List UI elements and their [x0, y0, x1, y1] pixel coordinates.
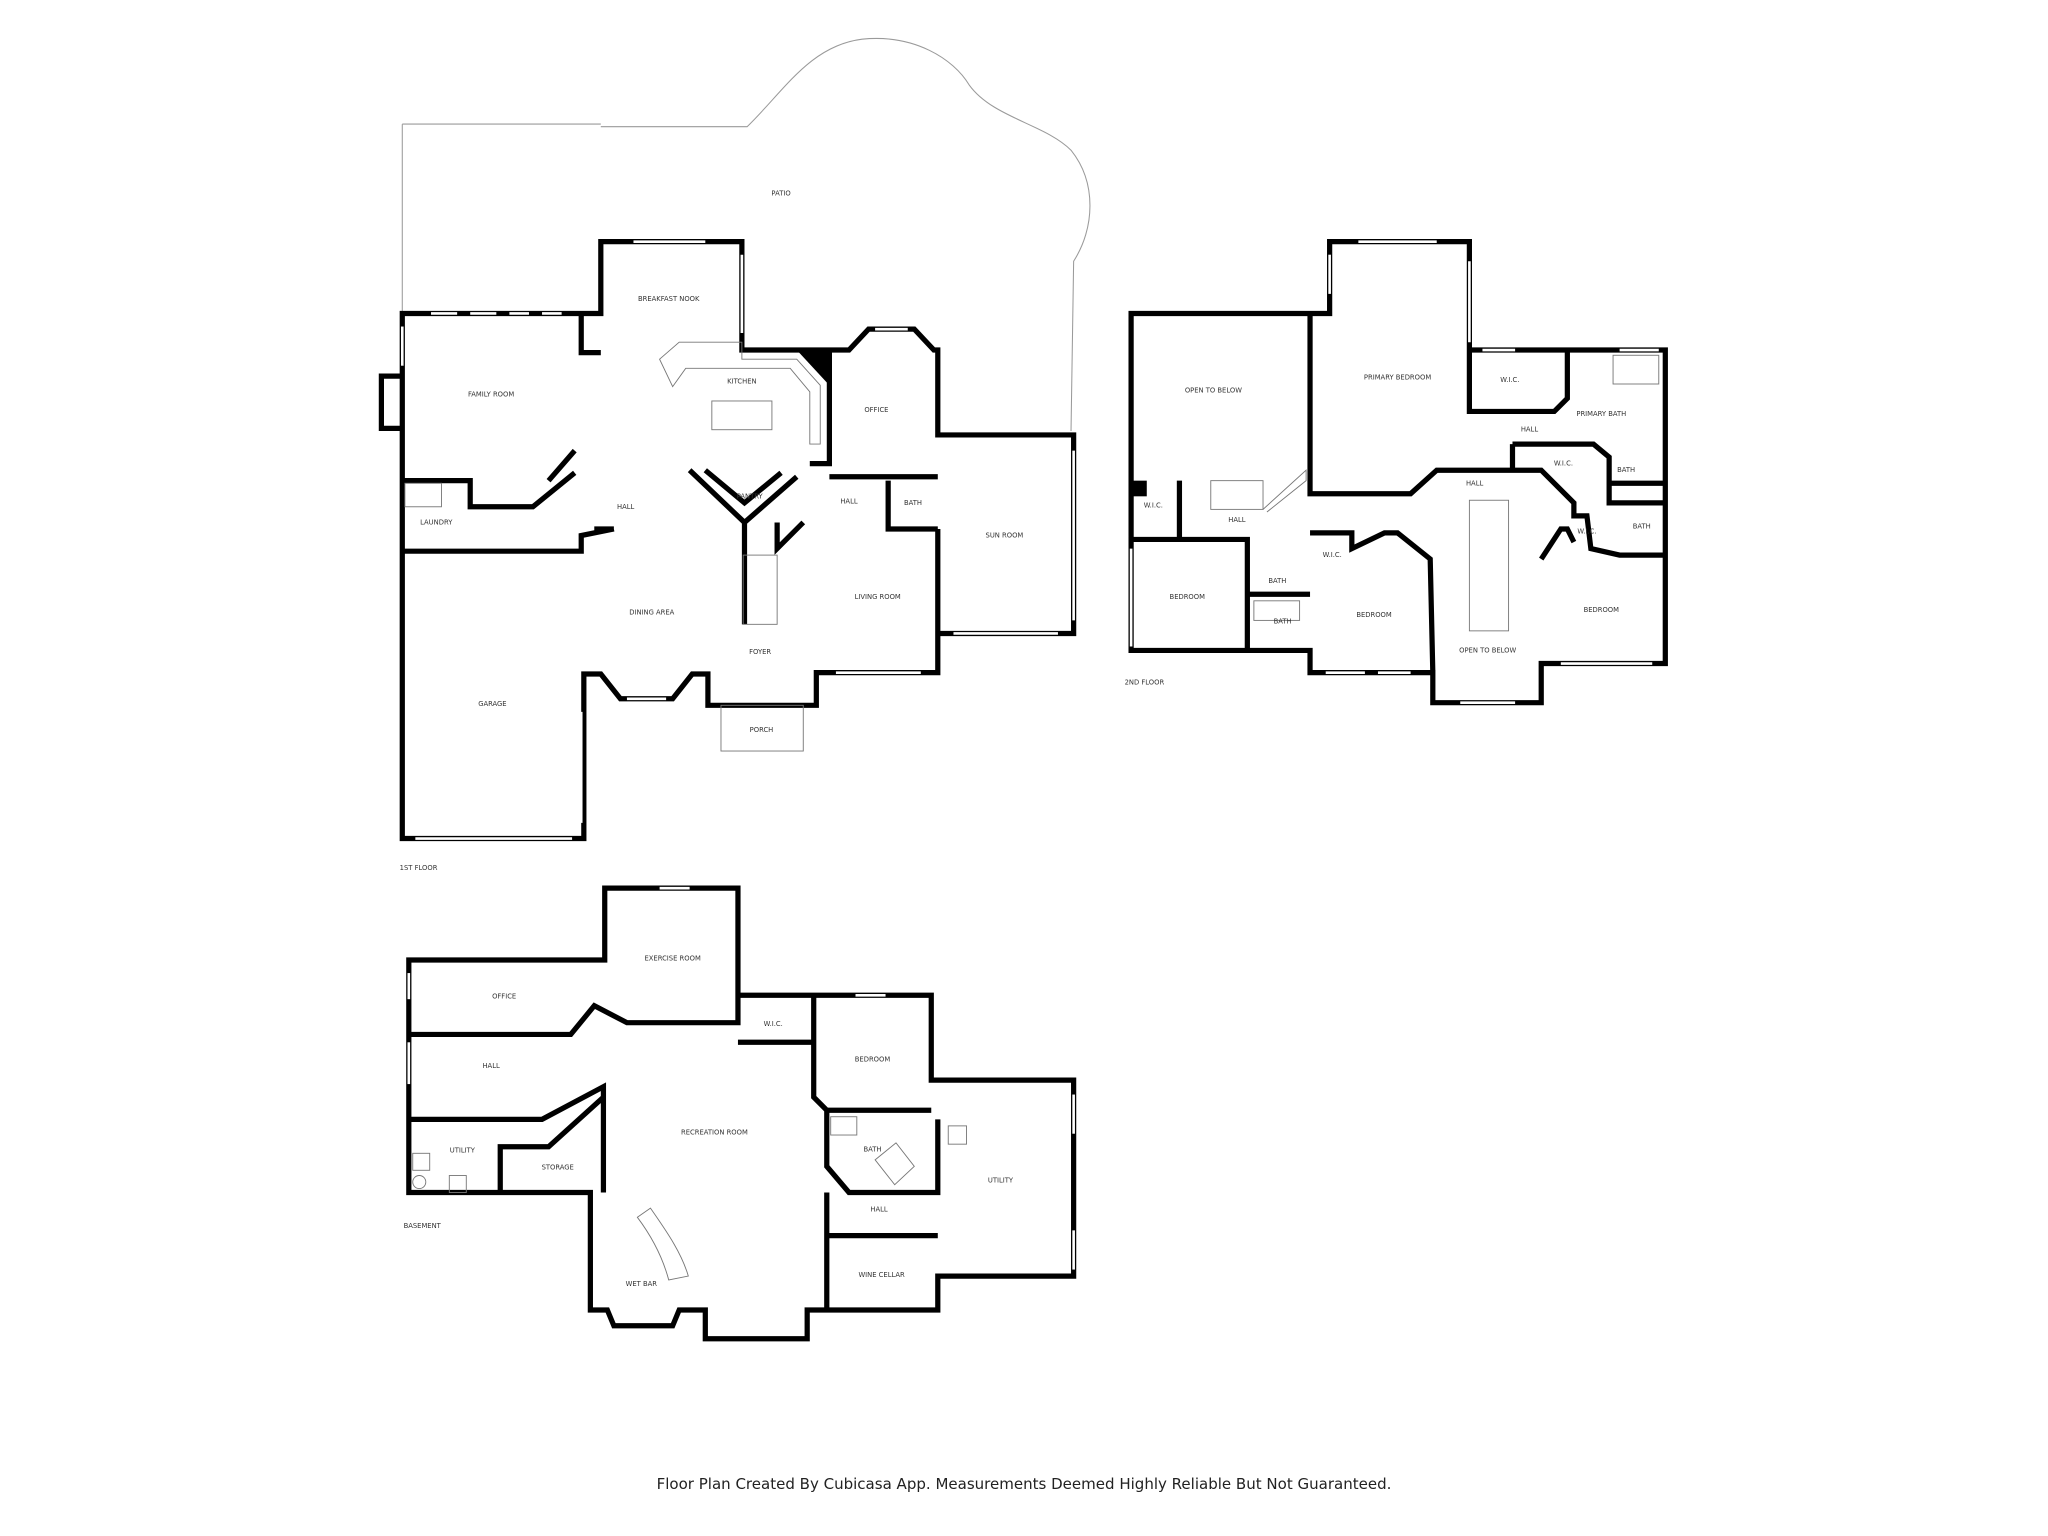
room-label: KITCHEN	[727, 377, 756, 385]
room-label: RECREATION ROOM	[681, 1128, 748, 1136]
room-label: UTILITY	[450, 1147, 476, 1155]
room-label: W.I.C.	[1500, 376, 1519, 384]
first-floor-plan: PATIO BREAKFAST NOOK FAMILY ROOM KITCHEN…	[378, 37, 1091, 872]
room-label: BATH	[863, 1145, 881, 1153]
room-label: BATH	[1268, 577, 1286, 585]
room-label: W.I.C.	[764, 1020, 783, 1028]
room-label: PORCH	[750, 726, 774, 734]
room-label: HALL	[617, 503, 635, 511]
room-label: HALL	[1228, 516, 1246, 524]
room-label: SUN ROOM	[986, 532, 1024, 540]
fixtures	[412, 1116, 967, 1281]
room-label: LIVING ROOM	[855, 593, 901, 601]
room-label: FAMILY ROOM	[468, 390, 514, 398]
room-label: PRIMARY BATH	[1576, 410, 1626, 418]
room-label: BATH	[1617, 466, 1635, 474]
room-label: WINE CELLAR	[858, 1271, 905, 1279]
room-label: LAUNDRY	[420, 518, 453, 526]
walls	[378, 239, 1077, 842]
chimney-block	[796, 350, 830, 386]
floor-title: 1ST FLOOR	[400, 864, 438, 872]
room-label: FOYER	[749, 648, 771, 656]
room-label: STORAGE	[542, 1164, 574, 1172]
second-floor-plan: OPEN TO BELOW PRIMARY BEDROOM W.I.C. PRI…	[1125, 239, 1668, 706]
room-label: HALL	[870, 1205, 888, 1213]
chimney-block	[1131, 480, 1147, 497]
room-label: WET BAR	[626, 1280, 658, 1288]
floor-title: 2ND FLOOR	[1125, 678, 1165, 686]
room-label: BEDROOM	[1584, 606, 1620, 614]
room-label: BATH	[1274, 618, 1292, 626]
room-label: HALL	[1466, 479, 1484, 487]
windows	[400, 240, 1075, 840]
room-label: HALL	[1521, 426, 1539, 434]
room-label: BATH	[904, 499, 922, 507]
room-label: OPEN TO BELOW	[1185, 387, 1242, 395]
room-label: PATIO	[771, 189, 790, 197]
room-label: GARAGE	[478, 700, 506, 708]
room-label: HALL	[482, 1062, 500, 1070]
room-label: UTILITY	[988, 1177, 1014, 1185]
room-label: PRIMARY BEDROOM	[1364, 373, 1431, 381]
walls	[406, 885, 1077, 1342]
room-label: OPEN TO BELOW	[1459, 646, 1516, 654]
patio-outline	[401, 37, 1091, 432]
room-label: W.I.C.	[1144, 501, 1163, 509]
room-label: BEDROOM	[855, 1055, 891, 1063]
room-label: W.I.C.	[1577, 528, 1596, 536]
fixtures	[1210, 354, 1660, 632]
room-label: HALL	[840, 498, 858, 506]
room-label: BREAKFAST NOOK	[638, 295, 700, 303]
basement-plan: EXERCISE ROOM OFFICE W.I.C. BEDROOM HALL…	[404, 885, 1077, 1342]
windows	[407, 886, 1075, 1270]
room-label: DINING AREA	[629, 609, 674, 617]
footer-disclaimer: Floor Plan Created By Cubicasa App. Meas…	[657, 1475, 1392, 1493]
room-label: OFFICE	[492, 993, 516, 1001]
room-label: W.I.C.	[1323, 551, 1342, 559]
room-label: BATH	[1633, 522, 1651, 530]
room-label: PANTRY	[737, 492, 764, 500]
windows	[1129, 240, 1659, 704]
room-label: BEDROOM	[1170, 593, 1206, 601]
room-label: EXERCISE ROOM	[644, 955, 700, 963]
room-label: OFFICE	[864, 406, 888, 414]
room-label: BEDROOM	[1356, 611, 1392, 619]
room-label: W.I.C.	[1554, 460, 1573, 468]
fixtures	[404, 341, 821, 752]
floor-title: BASEMENT	[404, 1222, 442, 1230]
walls	[1128, 239, 1668, 706]
